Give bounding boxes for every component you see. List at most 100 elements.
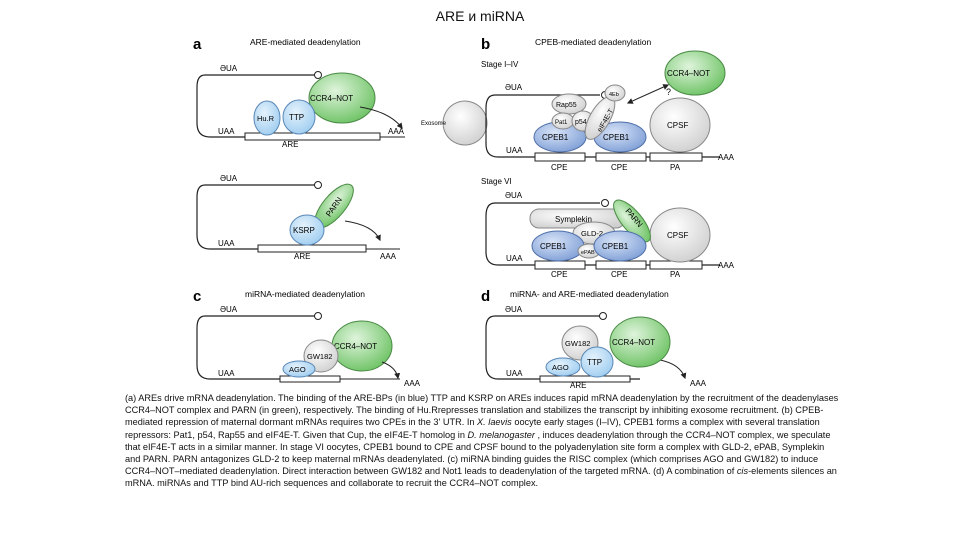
cap-label: ƏUA [505, 83, 523, 92]
cpe-box-1 [534, 152, 586, 162]
cpe-box-2 [595, 260, 647, 270]
ttp-protein [282, 99, 316, 135]
poly-a-label: AAA [380, 252, 397, 261]
stage-label: Stage VI [481, 177, 512, 186]
tail-label: UAA [506, 146, 523, 155]
ccr4-not-label: CCR4–NOT [310, 94, 353, 103]
figure-caption: (a) AREs drive mRNA deadenylation. The b… [125, 393, 839, 489]
deadenylation-arrow [659, 359, 687, 380]
rap55-label: Rap55 [556, 102, 577, 109]
panel-d-letter: d [481, 288, 490, 305]
pat1-label: Pat1 [555, 120, 568, 126]
page-title: ARE и miRNA [435, 8, 525, 24]
panel-b-stage2: Stage VI ƏUA UAA CPE CPE PA AAA CPSF Sym… [481, 177, 735, 279]
ccr4-not-protein [308, 72, 376, 124]
panel-b-stage1: Stage I–IV ƏUA UAA CPE CPE PA AAA CCR4–N… [481, 50, 735, 172]
poly-a-label: AAA [718, 261, 735, 270]
p54-label: p54 [575, 119, 587, 126]
exosome-protein [442, 100, 488, 146]
cpeb1-label-2: CPEB1 [603, 133, 630, 142]
cpe-label-1: CPE [551, 270, 567, 279]
degradation-arrow [359, 106, 403, 129]
ttp-label: TTP [587, 358, 602, 367]
gw182-label: GW182 [565, 339, 590, 348]
mrna-cap [601, 199, 609, 207]
poly-a-label: AAA [690, 379, 707, 388]
mrna-loop [196, 74, 320, 138]
exosome-mouth [422, 123, 445, 146]
question-mark: ? [666, 87, 671, 97]
cpsf-label: CPSF [667, 121, 688, 130]
cpe-label-2: CPE [611, 163, 627, 172]
parn-protein [613, 199, 651, 243]
4eb-protein [604, 84, 626, 102]
cap-label: ƏUA [505, 191, 523, 200]
ago-label: AGO [552, 363, 569, 372]
deadenylation-arrow [344, 220, 381, 242]
cpsf-label: CPSF [667, 231, 688, 240]
ksrp-protein [289, 214, 325, 246]
hur-protein [253, 100, 281, 136]
deadenylation-diagram: a ARE-mediated deadenylation ƏUA UAA ARE… [193, 36, 735, 390]
pa-box [649, 152, 703, 162]
tail-label: UAA [218, 239, 235, 248]
pa-label: PA [670, 270, 681, 279]
gld2-label: GLD-2 [581, 229, 603, 238]
ksrp-label: KSRP [293, 226, 315, 235]
epab-label: ePAB [581, 250, 595, 256]
symplekin-label: Symplekin [555, 215, 592, 224]
cpe-box-2 [595, 152, 647, 162]
gw182-protein [303, 339, 339, 373]
cap-label: ƏUA [220, 64, 238, 73]
element-label: ARE [294, 252, 310, 261]
cpe-label-1: CPE [551, 163, 567, 172]
cpe-label-2: CPE [611, 270, 627, 279]
interaction-arrow [626, 84, 670, 104]
ago-protein [545, 357, 581, 377]
ccr4-not-label: CCR4–NOT [612, 338, 655, 347]
cap-label: ƏUA [220, 174, 238, 183]
mrna-loop [485, 202, 720, 266]
tail-label: UAA [218, 127, 235, 136]
cpeb1-label-1: CPEB1 [540, 242, 567, 251]
cpsf-protein [649, 97, 711, 153]
element-label: ARE [570, 381, 586, 390]
element-label: ARE [282, 140, 298, 149]
hur-label: Hu.R [257, 114, 275, 123]
poly-a-label: AAA [404, 379, 421, 388]
tail-label: UAA [506, 369, 523, 378]
panel-a: a ARE-mediated deadenylation ƏUA UAA ARE… [193, 36, 488, 261]
cap-label: ƏUA [220, 305, 238, 314]
cpeb1-protein-2 [593, 230, 647, 262]
mrna-cap [314, 181, 322, 189]
4eb-label: 4Eb [609, 92, 619, 98]
utr-bar [539, 375, 631, 383]
panel-d: d miRNA- and ARE-mediated deadenylation … [481, 288, 707, 390]
cpeb1-label-1: CPEB1 [542, 133, 569, 142]
ccr4-not-label: CCR4–NOT [334, 342, 377, 351]
mrna-loop [196, 315, 320, 380]
gw182-label: GW182 [307, 352, 332, 361]
panel-d-title: miRNA- and ARE-mediated deadenylation [510, 289, 669, 299]
cap-label: ƏUA [505, 305, 523, 314]
stage-label: Stage I–IV [481, 60, 519, 69]
mrna-cap [314, 71, 322, 79]
ttp-label: TTP [289, 113, 304, 122]
cpe-box-1 [534, 260, 586, 270]
mrna-loop [485, 315, 640, 380]
panel-b-letter: b [481, 36, 490, 53]
exosome-label: Exosome [421, 121, 447, 127]
ccr4-not-label: CCR4–NOT [667, 69, 710, 78]
panel-a-title: ARE-mediated deadenylation [250, 37, 361, 47]
pa-label: PA [670, 163, 681, 172]
ago-label: AGO [289, 365, 306, 374]
deadenylation-arrow [381, 361, 401, 380]
panel-b: b CPEB-mediated deadenylation Stage I–IV… [481, 36, 735, 279]
ago-protein [282, 360, 316, 378]
panel-a-letter: a [193, 36, 202, 53]
mrna-loop [196, 184, 320, 250]
mrna-cap [314, 312, 322, 320]
mrna-loop [485, 94, 720, 158]
panel-c-title: miRNA-mediated deadenylation [245, 289, 365, 299]
mrna-cap [599, 312, 607, 320]
